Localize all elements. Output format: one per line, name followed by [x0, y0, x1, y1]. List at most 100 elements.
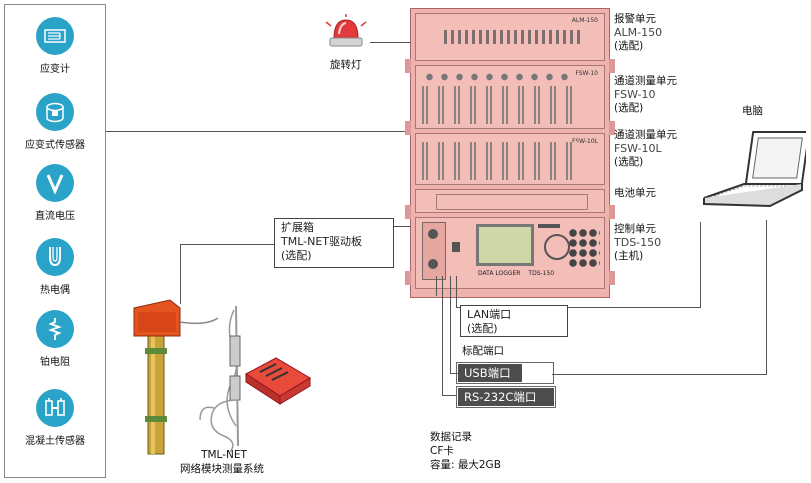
- connector-port-icon: [428, 259, 438, 269]
- rs232c-drop-line: [442, 276, 443, 396]
- sidebar-item-label: 应变计: [40, 64, 70, 75]
- cabinet-handle: [405, 205, 411, 219]
- brand-text: DATA LOGGER: [478, 270, 521, 277]
- channel-unit-1-tag: FSW-10: [575, 70, 598, 77]
- sidebar-item-label: 热电偶: [40, 285, 70, 296]
- tml-net-connection-line: [180, 244, 274, 245]
- usb-drop-line: [450, 276, 451, 374]
- module-note: (选配): [614, 102, 644, 114]
- module-note: (主机): [614, 250, 644, 262]
- cabinet-handle: [405, 121, 411, 135]
- channel-unit-2-tag: FSW-10L: [572, 138, 598, 145]
- channel-connectors: [422, 72, 572, 82]
- sidebar-item-platinum-resistor: 铂电阻: [5, 310, 105, 368]
- rs232c-connection-line: [442, 395, 456, 396]
- strain-gauge-icon: [36, 17, 74, 55]
- usb-port-frame: [456, 362, 554, 384]
- cabinet-handle: [609, 121, 615, 135]
- control-unit-label: 控制单元 TDS-150 (主机): [614, 222, 661, 263]
- storage-media: CF卡: [430, 445, 454, 457]
- module-name: 控制单元: [614, 223, 656, 235]
- lan-connection-stub: [456, 307, 460, 308]
- lan-port-note: (选配): [467, 322, 498, 335]
- rs232c-port-label: RS-232C端口: [458, 388, 554, 406]
- alarm-unit-panel: ALM-150: [415, 13, 605, 61]
- brand-label: DATA LOGGER TDS-150: [478, 270, 578, 277]
- channel-terminal-block: [422, 142, 580, 180]
- alarm-unit-tag: ALM-150: [571, 17, 598, 24]
- sidebar-item-label: 应变式传感器: [25, 140, 85, 151]
- expansion-box-note: (选配): [281, 249, 312, 262]
- expansion-box-label: 扩展箱 TML-NET驱动板 (选配): [274, 218, 394, 268]
- lan-to-computer-line: [700, 222, 701, 308]
- cabinet-handle: [405, 59, 411, 73]
- module-model: FSW-10L: [614, 142, 662, 155]
- data-storage-label: 数据记录 CF卡 容量: 最大2GB: [430, 430, 501, 472]
- cf-card-slot: [538, 224, 560, 228]
- sidebar-item-label: 混凝土传感器: [25, 436, 85, 447]
- usb-connection-stub: [450, 373, 458, 374]
- lcd-display: [476, 224, 534, 266]
- expansion-box-board: TML-NET驱动板: [281, 235, 363, 248]
- cabinet-handle: [609, 271, 615, 285]
- alarm-terminal-strip: [444, 30, 580, 44]
- dc-voltage-icon: [36, 164, 74, 202]
- concrete-sensor-icon: [36, 389, 74, 427]
- sidebar-item-dc-voltage: 直流电压: [5, 164, 105, 222]
- sidebar-item-thermocouple: 热电偶: [5, 238, 105, 296]
- sidebar-item-label: 铂电阻: [40, 357, 70, 368]
- laptop-icon: [698, 126, 811, 222]
- battery-unit-panel: [415, 189, 605, 213]
- module-note: (选配): [614, 156, 644, 168]
- module-note: (选配): [614, 40, 644, 52]
- module-model: FSW-10: [614, 88, 656, 101]
- module-name: 通道测量单元: [614, 129, 677, 141]
- channel-unit-1-panel: FSW-10: [415, 65, 605, 129]
- expansion-box-title: 扩展箱: [281, 221, 314, 234]
- alarm-unit-label: 报警单元 ALM-150 (选配): [614, 12, 662, 53]
- sensor-connection-line: [106, 131, 410, 132]
- tml-net-title: TML-NET: [201, 449, 247, 461]
- cabinet-handle: [405, 271, 411, 285]
- lan-drop-line: [456, 276, 457, 308]
- usb-port-label: USB端口: [458, 364, 522, 382]
- data-logger-cabinet: ALM-150 FSW-10 FSW-10L DATA LOGGER TDS-1…: [405, 8, 615, 298]
- storage-title: 数据记录: [430, 431, 472, 443]
- model-text: TDS-150: [528, 270, 555, 277]
- module-name: 通道测量单元: [614, 75, 677, 87]
- lan-connection-line: [568, 307, 700, 308]
- control-unit-panel: DATA LOGGER TDS-150: [415, 217, 605, 289]
- lan-port-icon: [452, 242, 460, 252]
- standard-ports-label: 标配端口: [462, 345, 504, 357]
- channel-unit-1-label: 通道测量单元 FSW-10 (选配): [614, 74, 677, 115]
- thermocouple-icon: [36, 238, 74, 276]
- expansion-slot: [422, 222, 446, 280]
- navigation-dial-icon[interactable]: [544, 234, 570, 260]
- expansion-drop-line: [436, 276, 437, 296]
- usb-connection-line: [552, 374, 767, 375]
- channel-unit-2-label: 通道测量单元 FSW-10L (选配): [614, 128, 677, 169]
- rotating-beacon-icon: [322, 14, 370, 54]
- lan-port-title: LAN端口: [467, 308, 512, 321]
- sensor-sidebar: 应变计 应变式传感器 直流电压 热电偶: [4, 4, 106, 478]
- tml-net-drop-line: [180, 244, 181, 304]
- beacon-label: 旋转灯: [330, 59, 362, 71]
- keypad[interactable]: [568, 228, 600, 268]
- module-name: 报警单元: [614, 13, 656, 25]
- channel-terminal-block: [422, 86, 580, 124]
- beacon-connection-line: [370, 42, 410, 43]
- strain-sensor-icon: [36, 93, 74, 131]
- connector-port-icon: [428, 229, 438, 239]
- module-model: TDS-150: [614, 236, 662, 249]
- computer-label: 电脑: [742, 105, 763, 117]
- expansion-connection-line: [393, 226, 410, 227]
- platinum-resistor-icon: [36, 310, 74, 348]
- cabinet-handle: [609, 205, 615, 219]
- sidebar-item-concrete-sensor: 混凝土传感器: [5, 389, 105, 447]
- battery-cover: [436, 194, 588, 210]
- sidebar-item-label: 直流电压: [35, 211, 75, 222]
- lan-port-label: LAN端口 (选配): [460, 305, 568, 337]
- tml-net-subtitle: 网络模块测量系统: [180, 463, 264, 475]
- cabinet-handle: [609, 59, 615, 73]
- sidebar-item-strain-sensor: 应变式传感器: [5, 93, 105, 151]
